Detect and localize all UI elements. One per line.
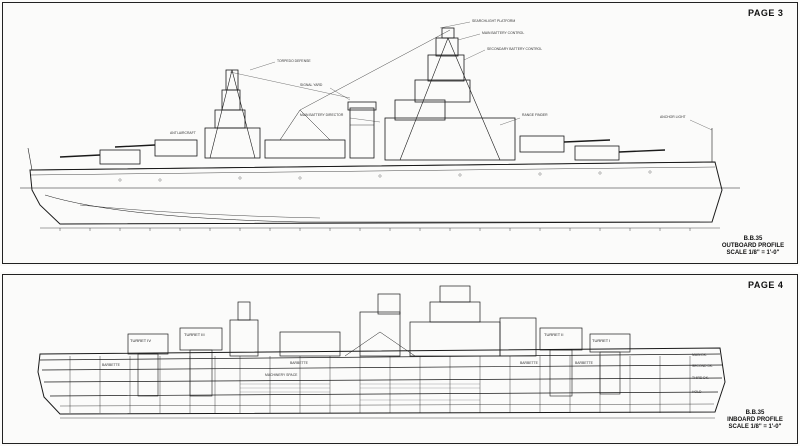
funnel [349,107,375,159]
forward-fire-control [427,54,465,82]
callout-main-battery-director: MAIN BATTERY DIRECTOR [300,113,344,117]
label-barbette-aft: BARBETTE [102,363,121,367]
platform-deck-line [49,391,719,397]
label-machinery-space: MACHINERY SPACE [265,373,298,377]
outboard-title-line-3: SCALE 1/8" = 1'-0" [726,250,780,256]
aft-turret-iii [154,139,198,157]
label-turret-i: TURRET I [592,338,610,343]
forward-turret-i [574,145,620,161]
callout-anti-aircraft: ANTI-AIRCRAFT [170,131,196,135]
bulkheads [69,356,691,413]
second-deck-line [41,364,723,371]
inboard-turret-iv [127,333,169,355]
inboard-title-block: B.B.35 INBOARD PROFILE SCALE 1/8" = 1'-0… [722,410,788,431]
callout-anchor-light: ANCHOR LIGHT [660,115,686,119]
callout-main-battery-control: MAIN BATTERY CONTROL [482,31,524,35]
forward-superstructure [384,117,516,161]
label-turret-iii: TURRET III [184,332,205,337]
forward-turret-ii [519,135,565,153]
inboard-sheet-border [2,274,798,444]
aft-superstructure [204,127,261,159]
label-hold: HOLD [692,390,702,394]
outboard-sheet-border [2,2,798,264]
inboard-profile-drawing: TURRET IV TURRET III TURRET II TURRET I … [37,285,726,419]
inboard-hull-outline [37,347,726,415]
callout-signal-yard: SIGNAL YARD [300,83,323,87]
inboard-title-line-2: INBOARD PROFILE [727,417,783,423]
outboard-title-line-1: B.B.35 [743,236,763,242]
inboard-uptake [359,311,401,357]
third-deck-line [43,377,723,383]
outboard-profile-drawing: SEARCHLIGHT PLATFORM MAIN BATTERY CONTRO… [20,19,740,231]
aft-turret-iv [99,149,141,165]
forward-masthead [441,27,455,39]
label-third-deck: THIRD DK. [692,376,709,380]
label-barbette-mid: BARBETTE [290,361,309,365]
inboard-page-label: PAGE 4 [748,280,784,290]
inboard-title-line-3: SCALE 1/8" = 1'-0" [728,424,782,430]
inboard-title-line-1: B.B.35 [745,410,765,416]
label-turret-iv: TURRET IV [130,338,151,343]
label-second-deck: SECOND DK. [692,364,713,368]
main-deck-line [39,353,721,361]
callout-torpedo-defense: TORPEDO DEFENSE [277,59,311,63]
label-barbette-bow: BARBETTE [575,361,594,365]
outboard-title-line-2: OUTBOARD PROFILE [721,243,785,249]
label-main-deck: MAIN DK. [692,353,707,357]
callout-secondary-battery-control: SECONDARY BATTERY CONTROL [487,47,542,51]
label-barbette-fwd: BARBETTE [520,361,539,365]
inboard-profile-sheet: PAGE 4 [0,272,800,446]
hull-outline [29,161,723,225]
label-turret-ii: TURRET II [544,332,563,337]
outboard-title-block: B.B.35 OUTBOARD PROFILE SCALE 1/8" = 1'-… [718,236,788,257]
frame-ticks [59,228,691,231]
outboard-profile-sheet: PAGE 3 [0,0,800,266]
callout-range-finder: RANGE FINDER [522,113,548,117]
sheet-divider [0,266,800,272]
outboard-page-label: PAGE 3 [748,8,784,18]
callout-searchlight: SEARCHLIGHT PLATFORM [472,19,515,23]
